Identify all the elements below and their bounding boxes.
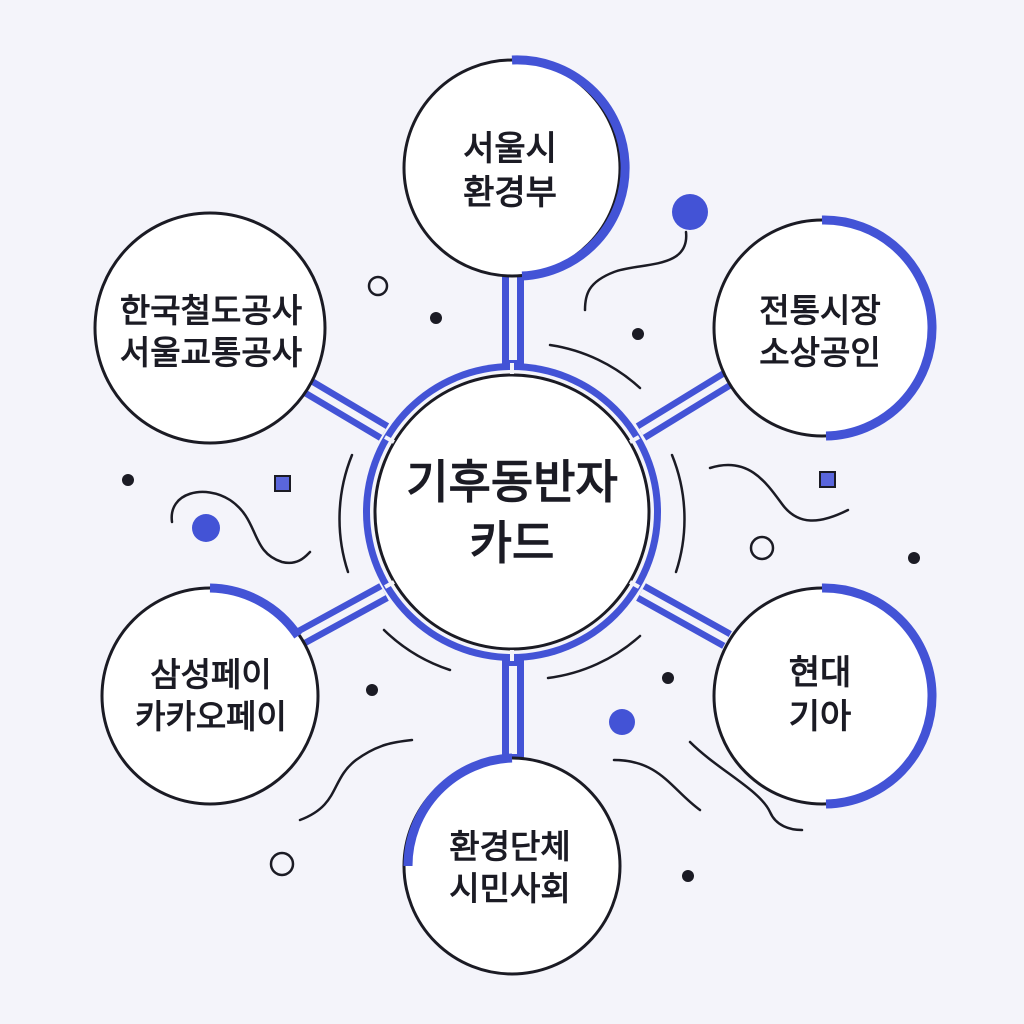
node-lower-right-label: 현대 기아 xyxy=(730,636,910,756)
node-ur-line1: 전통시장 xyxy=(759,290,881,330)
connector-lower-left xyxy=(295,583,389,647)
node-ul-line2: 서울교통공사 xyxy=(119,333,303,372)
node-bottom-line1: 환경단체 xyxy=(449,826,571,866)
node-lr-line2: 기아 xyxy=(788,697,852,737)
node-upper-left-label: 한국철도공사 서울교통공사 xyxy=(86,272,336,392)
node-ll-line2: 카카오페이 xyxy=(135,697,287,736)
node-upper-right-circle xyxy=(712,215,937,441)
decorative-squiggles xyxy=(170,230,850,832)
node-ll-line1: 삼성페이 xyxy=(150,654,272,694)
connector-upper-right xyxy=(635,369,735,441)
node-lower-left-label: 삼성페이 카카오페이 xyxy=(96,636,326,756)
center-label-line2: 카드 xyxy=(469,516,555,570)
node-bottom-label: 환경단체 시민사회 xyxy=(400,808,620,928)
node-top-line1: 서울시 xyxy=(463,129,557,170)
decorative-filled-dots xyxy=(192,194,708,735)
center-hub-circle xyxy=(363,363,661,661)
orbit-arcs xyxy=(338,343,686,680)
node-upper-right-label: 전통시장 소상공인 xyxy=(720,272,920,392)
node-upper-left-circle xyxy=(93,211,327,445)
node-lr-line1: 현대 xyxy=(788,653,852,694)
node-ul-line1: 한국철도공사 xyxy=(119,290,303,330)
decorative-squares xyxy=(274,471,836,492)
connector-top xyxy=(502,270,524,366)
node-top-line2: 환경부 xyxy=(463,173,557,213)
node-lower-left-circle xyxy=(100,583,320,806)
node-top-label: 서울시 환경부 xyxy=(410,112,610,232)
node-bottom-circle xyxy=(402,753,622,976)
node-top-circle xyxy=(402,55,630,281)
connector-bottom xyxy=(502,660,524,760)
node-bottom-line2: 시민사회 xyxy=(449,869,571,908)
center-label-line1: 기후동반자 xyxy=(406,455,618,510)
decorative-ring-dots xyxy=(269,275,775,877)
node-ur-line2: 소상공인 xyxy=(759,333,881,372)
node-lower-right-circle xyxy=(712,583,937,809)
decorative-small-dots xyxy=(122,312,920,882)
connector-upper-left xyxy=(299,376,390,441)
connector-lower-right xyxy=(636,583,732,649)
center-hub-label: 기후동반자 카드 xyxy=(362,448,662,578)
